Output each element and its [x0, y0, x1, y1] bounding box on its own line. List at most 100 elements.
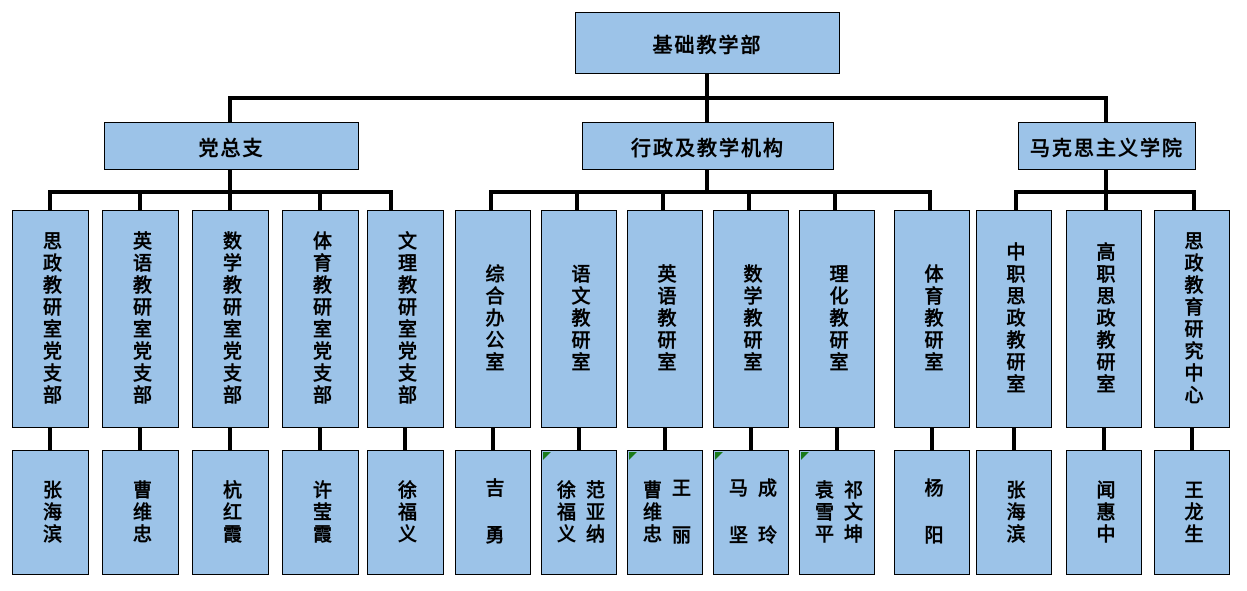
- connector-unit-u4-person: [318, 428, 322, 450]
- org-node-unit-u6[interactable]: 综合办公室: [455, 210, 531, 428]
- connector-unit-u6-person: [491, 428, 495, 450]
- org-node-unit-u10-label: 理化教研室: [826, 264, 849, 374]
- person-name: 杭红霞: [220, 479, 242, 546]
- person-name: 袁雪平: [812, 479, 834, 546]
- connector-party-stub-3: [228, 190, 232, 210]
- org-node-unit-u3-label: 数学教研室党支部: [220, 231, 242, 407]
- org-node-unit-u9[interactable]: 数学教研室: [713, 210, 789, 428]
- org-node-unit-u10[interactable]: 理化教研室: [799, 210, 875, 428]
- org-node-unit-u3[interactable]: 数学教研室党支部: [192, 210, 269, 428]
- person-box-p10[interactable]: 袁雪平 祁文坤: [799, 450, 875, 575]
- connector-admin-stem: [705, 170, 709, 192]
- connector-party-bus: [48, 190, 393, 194]
- person-name: 成 玲: [755, 478, 777, 547]
- connector-party-stub-4: [318, 190, 322, 210]
- person-name: 张海滨: [1003, 479, 1026, 546]
- person-box-p8[interactable]: 曹维忠 王 丽: [627, 450, 703, 575]
- connector-marxism-stub-3: [1192, 190, 1196, 210]
- person-name: 王龙生: [1181, 479, 1204, 546]
- org-node-unit-u7[interactable]: 语文教研室: [541, 210, 617, 428]
- org-node-division-admin-label: 行政及教学机构: [631, 135, 785, 160]
- org-node-unit-u13-label: 高职思政教研室: [1093, 242, 1116, 396]
- connector-party-stub-1: [48, 190, 52, 210]
- org-node-unit-u11[interactable]: 体育教研室: [894, 210, 970, 428]
- org-node-unit-u4[interactable]: 体育教研室党支部: [282, 210, 359, 428]
- org-node-root-label: 基础教学部: [652, 32, 763, 57]
- green-flag-icon: [543, 452, 551, 460]
- connector-unit-u11-person: [930, 428, 934, 450]
- org-node-unit-u1[interactable]: 思政教研室党支部: [12, 210, 89, 428]
- person-name: 闻惠中: [1093, 479, 1116, 546]
- org-node-unit-u9-label: 数学教研室: [740, 264, 763, 374]
- person-box-p7[interactable]: 徐福义 范亚纳: [541, 450, 617, 575]
- connector-unit-u12-person: [1012, 428, 1016, 450]
- connector-admin-bus: [489, 190, 932, 194]
- person-box-p4[interactable]: 许莹霞: [282, 450, 359, 575]
- connector-level2-bus: [228, 96, 1108, 100]
- person-box-p14[interactable]: 王龙生: [1154, 450, 1230, 575]
- person-name: 曹维忠: [130, 479, 152, 546]
- person-name: 徐福义: [395, 479, 417, 546]
- org-node-unit-u8[interactable]: 英语教研室: [627, 210, 703, 428]
- connector-party-stem: [228, 170, 232, 192]
- org-node-unit-u11-label: 体育教研室: [921, 264, 944, 374]
- green-flag-icon: [629, 452, 637, 460]
- connector-admin-stub-5: [833, 190, 837, 210]
- person-box-p1[interactable]: 张海滨: [12, 450, 89, 575]
- person-name: 徐福义: [554, 479, 576, 546]
- person-name: 范亚纳: [583, 479, 605, 546]
- connector-unit-u7-person: [577, 428, 581, 450]
- connector-marxism-stem: [1104, 170, 1108, 192]
- org-node-division-admin[interactable]: 行政及教学机构: [582, 122, 834, 170]
- connector-unit-u14-person: [1190, 428, 1194, 450]
- org-node-unit-u1-label: 思政教研室党支部: [40, 231, 62, 407]
- connector-unit-u5-person: [403, 428, 407, 450]
- connector-unit-u13-person: [1102, 428, 1106, 450]
- person-box-p11[interactable]: 杨 阳: [894, 450, 970, 575]
- connector-division-admin-drop: [705, 96, 709, 122]
- person-box-p12[interactable]: 张海滨: [976, 450, 1052, 575]
- org-node-unit-u7-label: 语文教研室: [568, 264, 591, 374]
- person-box-p2[interactable]: 曹维忠: [102, 450, 179, 575]
- person-name: 马 坚: [726, 478, 748, 547]
- person-box-p3[interactable]: 杭红霞: [192, 450, 269, 575]
- org-node-unit-u14[interactable]: 思政教育研究中心: [1154, 210, 1230, 428]
- org-node-division-party-label: 党总支: [198, 135, 265, 160]
- org-node-unit-u13[interactable]: 高职思政教研室: [1066, 210, 1142, 428]
- org-node-unit-u14-label: 思政教育研究中心: [1181, 231, 1204, 407]
- org-node-unit-u5-label: 文理教研室党支部: [395, 231, 417, 407]
- connector-marxism-stub-2: [1104, 190, 1108, 210]
- org-node-division-marxism[interactable]: 马克思主义学院: [1018, 122, 1196, 170]
- person-box-p13[interactable]: 闻惠中: [1066, 450, 1142, 575]
- person-name: 张海滨: [40, 479, 62, 546]
- connector-admin-stub-6: [928, 190, 932, 210]
- org-node-unit-u6-label: 综合办公室: [482, 264, 505, 374]
- person-name: 王 丽: [669, 478, 691, 547]
- connector-division-party-drop: [228, 96, 232, 122]
- org-node-unit-u2[interactable]: 英语教研室党支部: [102, 210, 179, 428]
- person-name: 吉 勇: [482, 478, 505, 547]
- connector-root-drop: [705, 74, 709, 98]
- connector-unit-u10-person: [835, 428, 839, 450]
- org-node-unit-u12-label: 中职思政教研室: [1003, 242, 1026, 396]
- person-name: 曹维忠: [640, 479, 662, 546]
- connector-admin-stub-2: [575, 190, 579, 210]
- connector-admin-stub-3: [661, 190, 665, 210]
- connector-unit-u8-person: [663, 428, 667, 450]
- org-node-root[interactable]: 基础教学部: [575, 12, 840, 74]
- org-node-division-party[interactable]: 党总支: [104, 122, 359, 170]
- person-box-p9[interactable]: 马 坚 成 玲: [713, 450, 789, 575]
- green-flag-icon: [715, 452, 723, 460]
- connector-unit-u2-person: [138, 428, 142, 450]
- org-node-unit-u12[interactable]: 中职思政教研室: [976, 210, 1052, 428]
- person-box-p5[interactable]: 徐福义: [367, 450, 444, 575]
- org-node-division-marxism-label: 马克思主义学院: [1030, 135, 1184, 160]
- person-box-p6[interactable]: 吉 勇: [455, 450, 531, 575]
- connector-admin-stub-4: [747, 190, 751, 210]
- connector-unit-u3-person: [228, 428, 232, 450]
- org-node-unit-u5[interactable]: 文理教研室党支部: [367, 210, 444, 428]
- connector-party-stub-5: [389, 190, 393, 210]
- org-node-unit-u2-label: 英语教研室党支部: [130, 231, 152, 407]
- org-node-unit-u4-label: 体育教研室党支部: [310, 231, 332, 407]
